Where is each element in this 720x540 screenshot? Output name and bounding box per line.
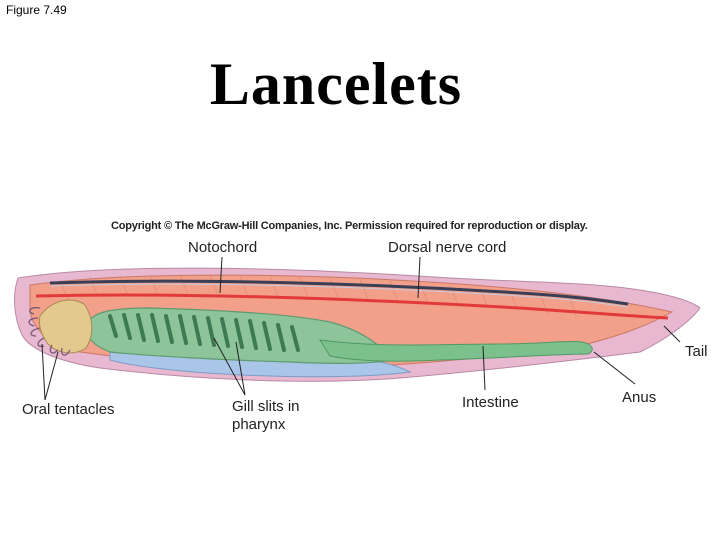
oral-hood	[39, 299, 93, 354]
slide-title: Lancelets	[209, 51, 463, 117]
label-dorsal-nerve-cord: Dorsal nerve cord	[388, 239, 507, 256]
figure-label: Figure 7.49	[6, 3, 67, 17]
leader-lines	[41, 256, 681, 401]
label-gill-slits-line1: Gill slits in	[232, 398, 300, 415]
copyright-notice: Copyright © The McGraw-Hill Companies, I…	[111, 220, 588, 232]
label-intestine: Intestine	[462, 394, 519, 411]
label-gill-slits: Gill slits in pharynx	[232, 398, 300, 434]
intestine	[319, 339, 593, 362]
gill-slits	[108, 313, 300, 352]
label-anus: Anus	[622, 389, 657, 406]
label-tail: Tail	[685, 343, 708, 360]
notochord	[35, 293, 669, 320]
label-gill-slits-line2: pharynx	[232, 416, 286, 433]
label-oral-tentacles: Oral tentacles	[22, 401, 115, 418]
label-notochord: Notochord	[188, 239, 258, 256]
nerve-cord	[49, 279, 629, 306]
